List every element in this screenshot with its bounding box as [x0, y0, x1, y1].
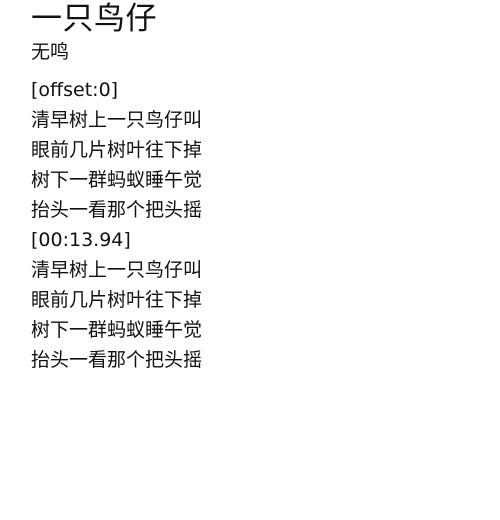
lyric-line: 清早树上一只鸟仔叫 [31, 259, 203, 281]
lyrics-block: [offset:0] 清早树上一只鸟仔叫 眼前几片树叶往下掉 树下一群蚂蚁睡午觉… [31, 75, 500, 375]
artist-name: 无鸣 [31, 41, 70, 63]
lyric-line-offset: [offset:0] [31, 79, 119, 101]
lyric-timestamp: [00:13.94] [31, 229, 131, 251]
lyric-line: 树下一群蚂蚁睡午觉 [31, 319, 203, 341]
lyric-line: 清早树上一只鸟仔叫 [31, 109, 203, 131]
lyric-line: 树下一群蚂蚁睡午觉 [31, 169, 203, 191]
lyric-line: 眼前几片树叶往下掉 [31, 289, 203, 311]
lyric-line: 眼前几片树叶往下掉 [31, 139, 203, 161]
song-title: 一只鸟仔 [31, 1, 157, 37]
lyric-line: 抬头一看那个把头摇 [31, 199, 203, 221]
lyric-line: 抬头一看那个把头摇 [31, 349, 203, 371]
